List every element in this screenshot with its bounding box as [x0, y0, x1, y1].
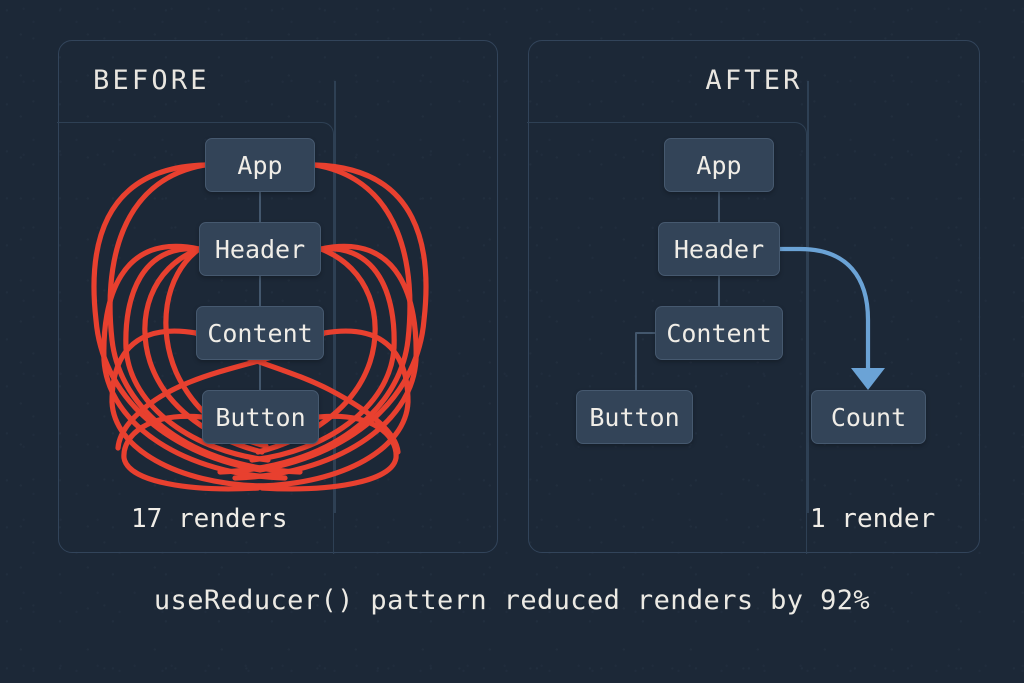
after-node-count-label: Count	[830, 402, 907, 432]
before-link-header-content	[259, 276, 261, 306]
after-link-header-content	[718, 276, 720, 306]
after-node-app-label: App	[696, 150, 742, 180]
before-node-content-label: Content	[207, 318, 313, 348]
after-link-app-header	[718, 192, 720, 222]
after-node-content-label: Content	[666, 318, 772, 348]
panel-after: AFTER	[527, 40, 980, 554]
before-node-content[interactable]: Content	[196, 306, 324, 360]
before-node-app[interactable]: App	[205, 138, 315, 192]
after-node-content[interactable]: Content	[655, 306, 783, 360]
after-node-header-label: Header	[673, 234, 765, 264]
before-link-app-header	[259, 192, 261, 222]
before-node-button-label: Button	[215, 402, 306, 432]
before-render-count: 17 renders	[131, 504, 288, 534]
panel-after-title: AFTER	[705, 65, 803, 96]
before-node-header-label: Header	[214, 234, 306, 264]
panel-before: BEFORE	[57, 40, 498, 554]
after-render-count: 1 render	[810, 504, 936, 534]
after-node-header[interactable]: Header	[658, 222, 780, 276]
before-node-button[interactable]: Button	[202, 390, 319, 444]
panel-before-title: BEFORE	[93, 65, 210, 96]
panel-before-inner-divider	[334, 81, 336, 513]
before-link-content-button	[259, 360, 261, 390]
figure-caption: useReducer() pattern reduced renders by …	[153, 585, 871, 616]
after-node-app[interactable]: App	[664, 138, 774, 192]
after-node-button-label: Button	[589, 402, 680, 432]
before-node-app-label: App	[237, 150, 283, 180]
after-node-button[interactable]: Button	[576, 390, 693, 444]
before-node-header[interactable]: Header	[199, 222, 321, 276]
after-node-count[interactable]: Count	[811, 390, 926, 444]
panel-after-inner-divider	[807, 81, 809, 513]
